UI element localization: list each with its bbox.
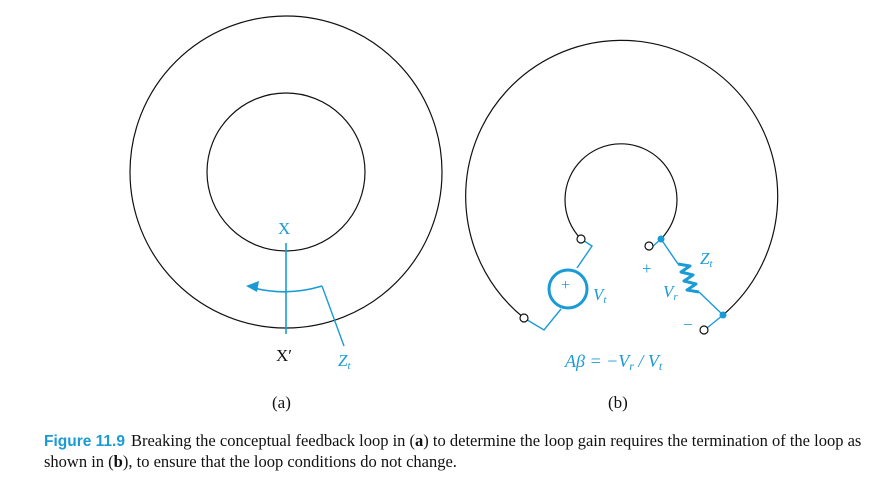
cut-label-bottom: X′ xyxy=(276,346,292,365)
caption-text-3: ), to ensure that the loop conditions do… xyxy=(122,452,457,471)
panel-b: + Vt Zt Vr + − Aβ = −Vr / Vt (b) xyxy=(465,39,779,412)
terminal-open-return-bottom xyxy=(699,325,709,335)
impedance-label-b: Zt xyxy=(700,249,713,270)
source-wire-top xyxy=(576,238,593,269)
inner-arc-b xyxy=(564,143,678,240)
terminal-dot-bottom xyxy=(719,311,727,319)
plus-sign: + xyxy=(642,259,652,278)
source-wire-bottom xyxy=(523,308,562,331)
caption-text-2: ) to determine the loop gain requires th… xyxy=(44,431,862,471)
cut-label-top: X xyxy=(278,219,290,238)
panel-label-a: (a) xyxy=(272,393,291,412)
figure-caption: Figure 11.9 Breaking the conceptual feedb… xyxy=(44,431,862,472)
test-source-icon xyxy=(547,268,589,310)
minus-sign: − xyxy=(683,315,693,334)
caption-bold-b: b xyxy=(113,452,123,471)
impedance-leader-a xyxy=(321,285,345,347)
source-plus: + xyxy=(561,277,570,294)
test-voltage-label: Vt xyxy=(593,285,607,306)
term-wire-a xyxy=(660,238,679,265)
panel-label-b: (b) xyxy=(608,393,628,412)
resistor-icon xyxy=(677,262,700,294)
impedance-label-a: Zt xyxy=(338,351,351,372)
caption-bold-a: a xyxy=(415,431,424,450)
terminal-open-bottom xyxy=(519,313,529,323)
terminal-dot-top xyxy=(657,235,665,243)
return-voltage-label: Vr xyxy=(663,282,678,303)
caption-text-1: Breaking the conceptual feedback loop in… xyxy=(130,431,416,450)
term-wire-b xyxy=(698,291,724,316)
arrow-head-icon xyxy=(246,281,259,292)
panel-a: X X′ Zt (a) xyxy=(129,15,443,412)
loop-gain-equation: Aβ = −Vr / Vt xyxy=(564,351,663,373)
outer-arc-b xyxy=(465,39,779,319)
caption-figure-number: Figure 11.9 xyxy=(44,433,125,450)
terminal-open-return-top xyxy=(644,241,654,251)
terminal-open-top xyxy=(576,234,586,244)
